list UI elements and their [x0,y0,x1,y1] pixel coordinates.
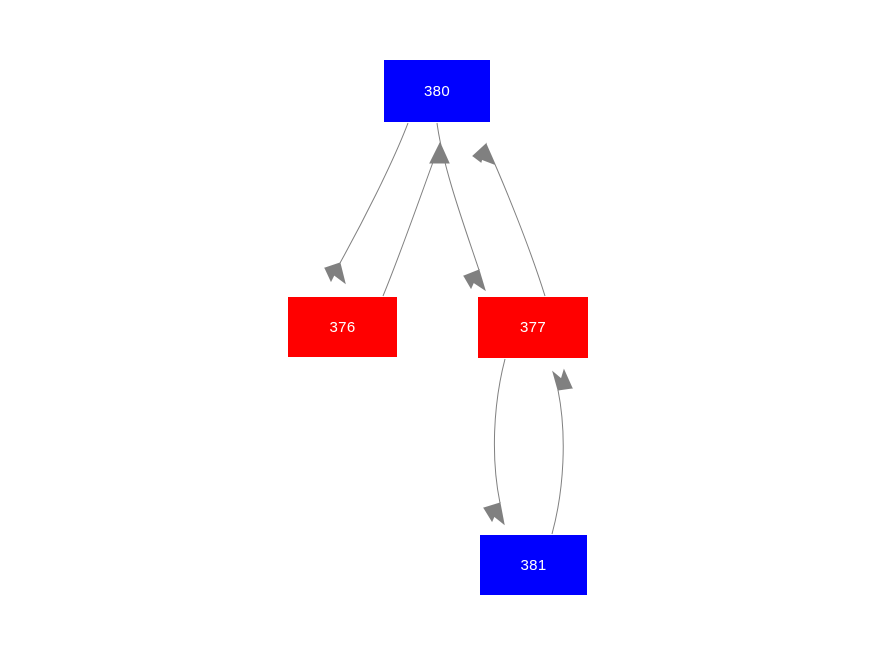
arrowhead-icon [482,502,505,526]
node-380[interactable]: 380 [384,60,490,122]
edge-380-to-376 [323,122,409,285]
node-label: 376 [329,318,356,336]
node-376[interactable]: 376 [288,297,397,357]
edge-line [485,143,546,297]
arrowhead-icon [323,262,346,285]
edge-380-to-377 [436,122,486,292]
edge-377-to-381 [482,358,506,526]
node-381[interactable]: 381 [480,535,587,595]
node-377[interactable]: 377 [478,297,588,358]
arrowhead-icon [429,141,450,164]
node-label: 381 [520,556,547,574]
edge-376-to-380 [382,141,450,297]
edge-line [551,389,564,535]
edge-line [493,358,506,504]
edge-381-to-377 [551,368,574,535]
arrowhead-icon [552,368,574,391]
node-label: 380 [424,82,450,100]
arrowhead-icon [472,142,495,165]
edge-377-to-380 [472,142,546,297]
arrowhead-icon [462,269,486,292]
edge-line [382,142,441,297]
edge-line [339,122,409,264]
edge-line [436,122,480,271]
node-label: 377 [520,319,546,336]
